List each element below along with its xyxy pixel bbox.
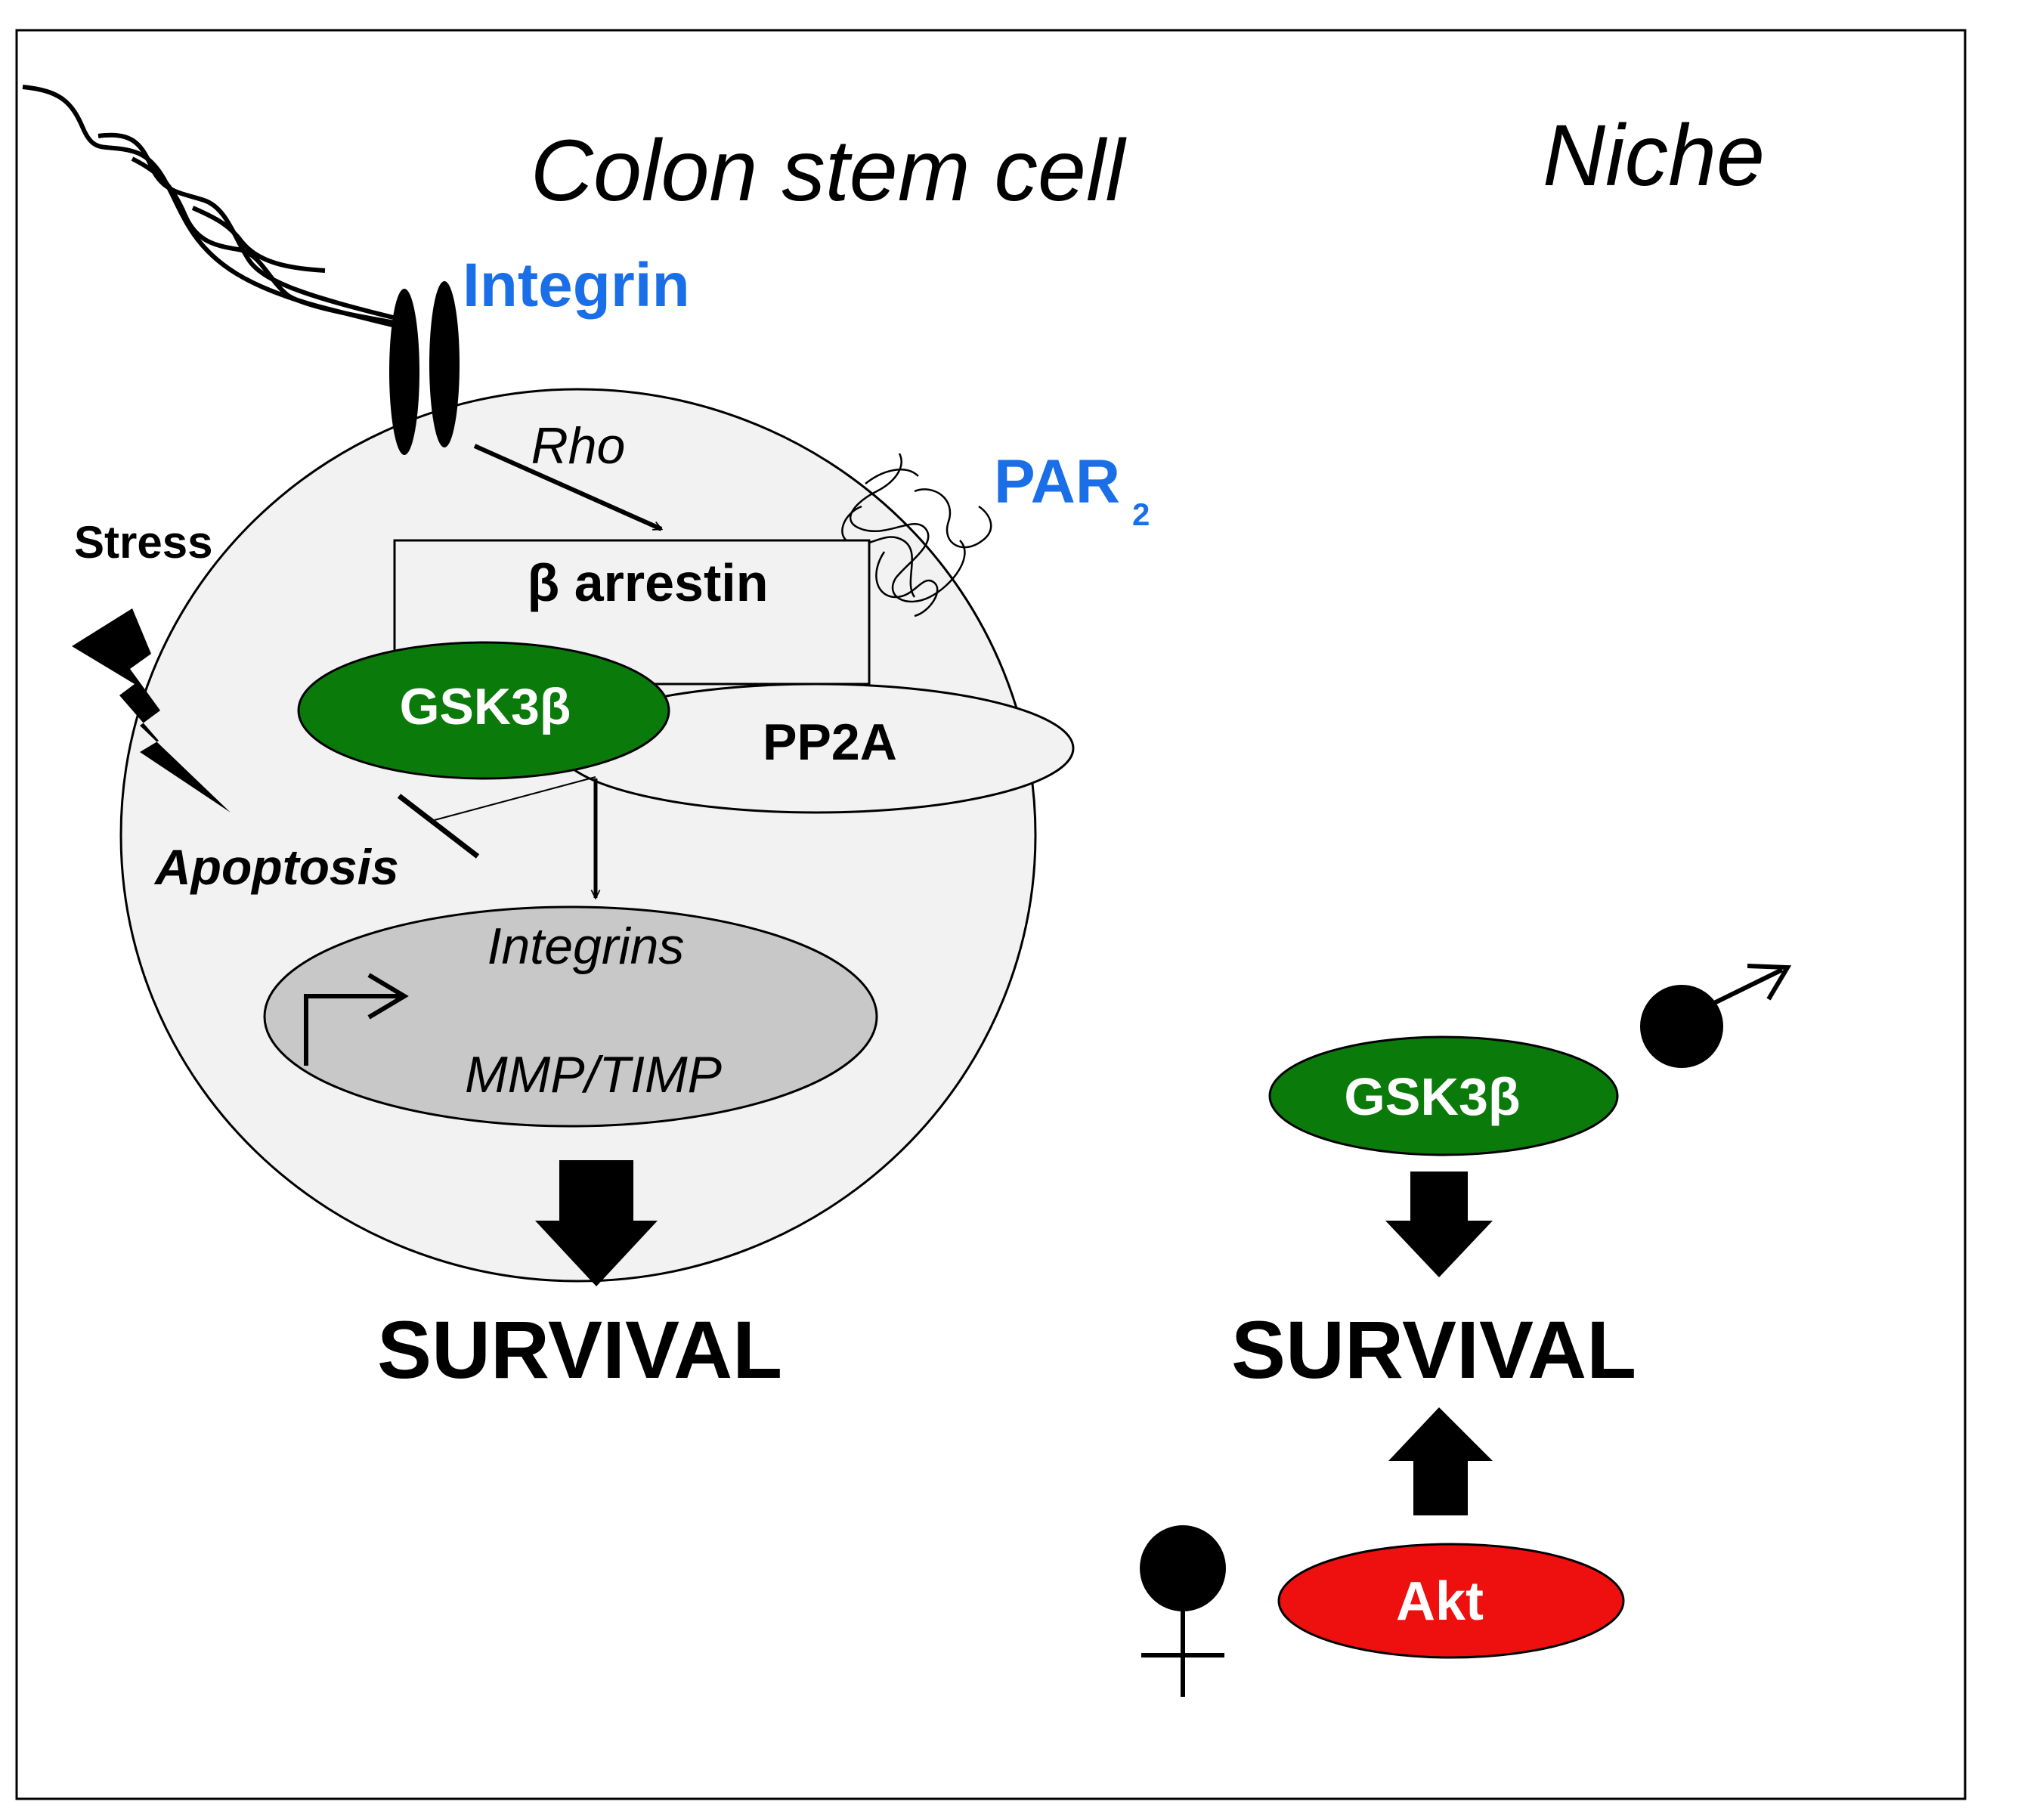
par2-receptor-squiggle [841,453,992,618]
survival-right-up-arrow [1388,1407,1493,1515]
par2-subscript: 2 [1132,497,1150,532]
beta-arrestin-label: β arrestin [528,553,769,612]
integrin-receptor-left [389,289,419,455]
gsk3b-niche-label: GSK3β [1344,1067,1520,1126]
survival-left-label: SURVIVAL [377,1304,782,1395]
apoptosis-inhibition-bar [397,794,480,859]
stress-label: Stress [74,517,212,568]
survival-left-big-arrow [535,1160,658,1286]
lightning-bolt-icon [72,608,231,812]
cell-body [119,388,1037,1283]
title-niche: Niche [1543,107,1765,204]
male-symbol-icon [1640,964,1792,1068]
apoptosis-label: Apoptosis [153,839,399,895]
par2-label: PAR [994,447,1120,516]
transcription-start-arrow-icon [304,973,409,1066]
nucleus-gene-mmp-timp: MMP/TIMP [465,1046,722,1103]
survival-right-down-arrow [1385,1172,1493,1277]
pp2a-label: PP2A [763,713,897,771]
akt-label: Akt [1396,1571,1484,1632]
akt-ellipse [1277,1543,1625,1659]
title-colon-stem-cell: Colon stem cell [531,122,1128,219]
female-symbol-icon [1140,1525,1226,1697]
extracellular-matrix-fibres [22,85,409,331]
gsk3b-cell-ellipse [297,641,670,780]
gsk3b-niche-ellipse [1268,1035,1619,1156]
integrin-receptor-right [429,281,460,447]
nucleus-ellipse [263,905,878,1128]
rho-arrow [473,444,661,531]
rho-label: Rho [531,417,626,475]
nucleus-gene-integrins: Integrins [487,918,685,975]
gsk3b-cell-label: GSK3β [400,678,571,735]
survival-right-label: SURVIVAL [1231,1304,1636,1395]
integrin-label: Integrin [463,251,690,320]
apoptosis-inhibition-line [434,776,596,821]
